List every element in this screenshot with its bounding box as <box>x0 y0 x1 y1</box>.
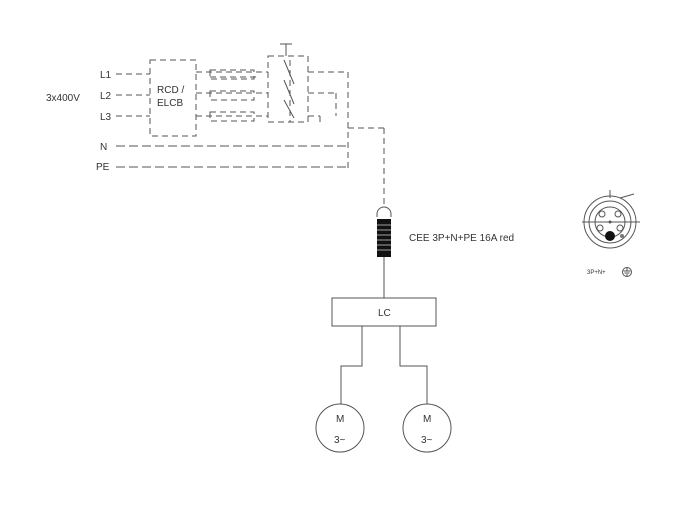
motor-2-circle <box>402 403 452 453</box>
switch-output-lines <box>308 71 349 170</box>
cee-socket-face-icon <box>582 190 640 249</box>
socket-caption: 3P+N+ <box>587 270 606 276</box>
controller-to-motor-2-line <box>399 326 428 404</box>
phase-label-l3: L3 <box>100 112 112 123</box>
cee-plug-symbol <box>376 206 392 257</box>
cable-to-plug <box>348 127 385 206</box>
supply-voltage-label: 3x400V <box>46 93 80 104</box>
phase-label-l2: L2 <box>100 91 112 102</box>
three-pole-switch <box>267 43 309 123</box>
connector-label: CEE 3P+N+PE 16A red <box>409 233 514 244</box>
motor-2-phase: 3~ <box>421 435 433 446</box>
rcd-label-line1: RCD / <box>157 85 184 96</box>
controller-to-motor-1-line <box>340 326 363 404</box>
neutral-label: N <box>100 142 107 153</box>
pe-label: PE <box>96 162 110 173</box>
earth-icon <box>622 267 632 277</box>
phase-label-l1: L1 <box>100 70 112 81</box>
motor-2-label: M <box>423 414 431 425</box>
motor-1-label: M <box>336 414 344 425</box>
rcd-to-breaker-lines <box>196 69 268 122</box>
motor-1-circle <box>315 403 365 453</box>
rcd-elcb-box <box>149 59 197 137</box>
motor-1-phase: 3~ <box>334 435 346 446</box>
rcd-label-line2: ELCB <box>157 98 183 109</box>
controller-label: LC <box>378 308 391 319</box>
controller-box <box>331 297 437 327</box>
